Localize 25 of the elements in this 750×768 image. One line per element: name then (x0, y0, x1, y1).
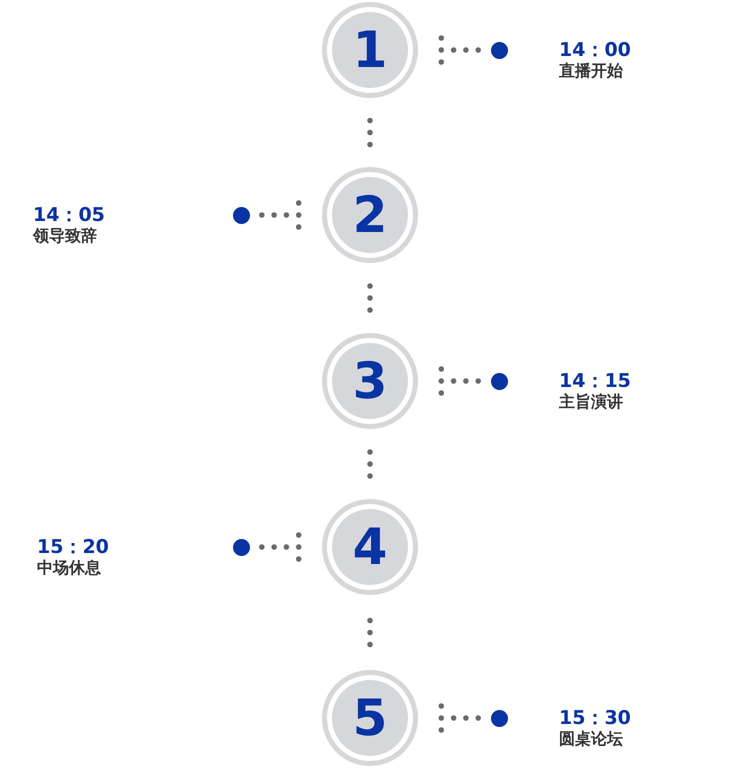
step-circle (322, 2, 418, 98)
event-label: 圆桌论坛 (559, 729, 623, 749)
time-label: 14：05 (33, 204, 105, 226)
step-circle (322, 670, 418, 766)
step-number: 2 (352, 190, 388, 240)
step-number: 5 (352, 693, 388, 743)
step-circle (322, 167, 418, 263)
event-label: 主旨演讲 (559, 392, 623, 412)
step-circle (322, 499, 418, 595)
step-circle (322, 333, 418, 429)
event-label: 直播开始 (559, 61, 623, 81)
time-label: 15：30 (559, 707, 631, 729)
timeline-dot-icon (490, 372, 508, 390)
step-number: 1 (352, 25, 388, 75)
step-number: 4 (352, 522, 388, 572)
time-label: 15：20 (37, 536, 109, 558)
timeline-dot-icon (232, 206, 250, 224)
timeline-dot-icon (490, 42, 508, 58)
step-number: 3 (352, 356, 388, 406)
time-label: 14：00 (559, 39, 631, 61)
time-label: 14：15 (559, 370, 631, 392)
timeline-dot-icon (232, 538, 250, 556)
timeline-dot-icon (490, 710, 508, 726)
event-label: 领导致辞 (33, 226, 97, 246)
event-label: 中场休息 (37, 558, 101, 578)
